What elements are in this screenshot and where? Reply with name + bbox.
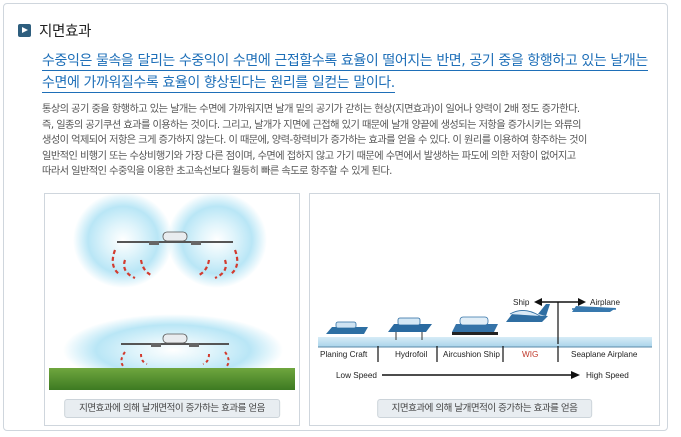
category-separators <box>377 346 559 362</box>
bullet-play-icon <box>18 24 31 37</box>
label-wig: WIG <box>522 350 538 359</box>
ship-airplane-arrow <box>534 298 586 306</box>
label-aircushion-ship: Aircushion Ship <box>443 350 500 359</box>
lead-line-1: 수중익은 물속을 달리는 수중익이 수면에 근접할수록 효율이 떨어지는 반면,… <box>42 53 648 71</box>
hydrofoil-icon <box>388 317 432 340</box>
figure-caption: 지면효과에 의해 날개면적이 증가하는 효과를 얻음 <box>64 399 280 418</box>
label-airplane: Airplane <box>590 298 620 307</box>
label-ship: Ship <box>513 298 530 307</box>
label-seaplane-airplane: Seaplane Airplane <box>571 350 638 359</box>
body-line: 즉, 일종의 공기쿠션 효과를 이용하는 것이다. 그리고, 날개가 지면에 근… <box>42 119 582 131</box>
aircushion-ship-icon <box>452 316 498 335</box>
section-title: 지면효과 <box>39 24 92 40</box>
cushion-arrows <box>120 351 230 367</box>
label-hydrofoil: Hydrofoil <box>395 350 427 359</box>
water-surface <box>318 337 652 347</box>
lead-line-2: 수면에 가까워질수록 효율이 향상된다는 원리를 일컫는 말이다. <box>42 75 395 93</box>
label-low-speed: Low Speed <box>336 371 377 380</box>
craft-comparison-figure: Ship Airplane <box>309 193 660 426</box>
figure-caption: 지면효과에 의해 날개면적이 증가하는 효과를 얻음 <box>376 399 593 418</box>
seaplane-icon <box>557 302 616 344</box>
vortex-glow-right <box>167 192 267 288</box>
airplane-icon <box>121 333 229 347</box>
wig-craft-icon <box>506 304 550 322</box>
vortex-arrows <box>111 249 239 280</box>
body-paragraph: 통상의 공기 중을 항행하고 있는 날개는 수면에 가까워지면 날개 밑의 공기… <box>42 102 662 180</box>
vortex-glow-left <box>73 192 173 288</box>
section-heading: 지면효과 <box>18 20 91 41</box>
body-line: 생성이 억제되어 저항은 크게 증가하지 않는다. 이 때문에, 양력-항력비가… <box>42 135 587 147</box>
ground-strip <box>49 368 295 390</box>
body-line: 통상의 공기 중을 항행하고 있는 날개는 수면에 가까워지면 날개 밑의 공기… <box>42 104 580 115</box>
lead-summary: 수중익은 물속을 달리는 수중익이 수면에 근접할수록 효율이 떨어지는 반면,… <box>42 50 648 94</box>
planing-craft-icon <box>326 321 368 334</box>
body-line: 일반적인 비행기 또는 수상비행기와 가장 다른 점이며, 수면에 접하지 않고… <box>42 150 576 162</box>
craft-comparison-diagram: Ship Airplane <box>318 298 652 380</box>
speed-arrow <box>382 371 580 379</box>
body-line: 따라서 일반적인 수중익을 이용한 초고속선보다 월등히 빠른 속도로 항주할 … <box>42 166 392 178</box>
label-planing-craft: Planing Craft <box>320 350 368 359</box>
label-high-speed: High Speed <box>586 371 629 380</box>
airplane-icon <box>117 231 233 245</box>
content-frame: 지면효과 수중익은 물속을 달리는 수중익이 수면에 근접할수록 효율이 떨어지… <box>3 3 668 431</box>
ground-effect-illustration <box>49 192 295 390</box>
ground-effect-figure: 지면효과에 의해 날개면적이 증가하는 효과를 얻음 <box>44 192 300 426</box>
